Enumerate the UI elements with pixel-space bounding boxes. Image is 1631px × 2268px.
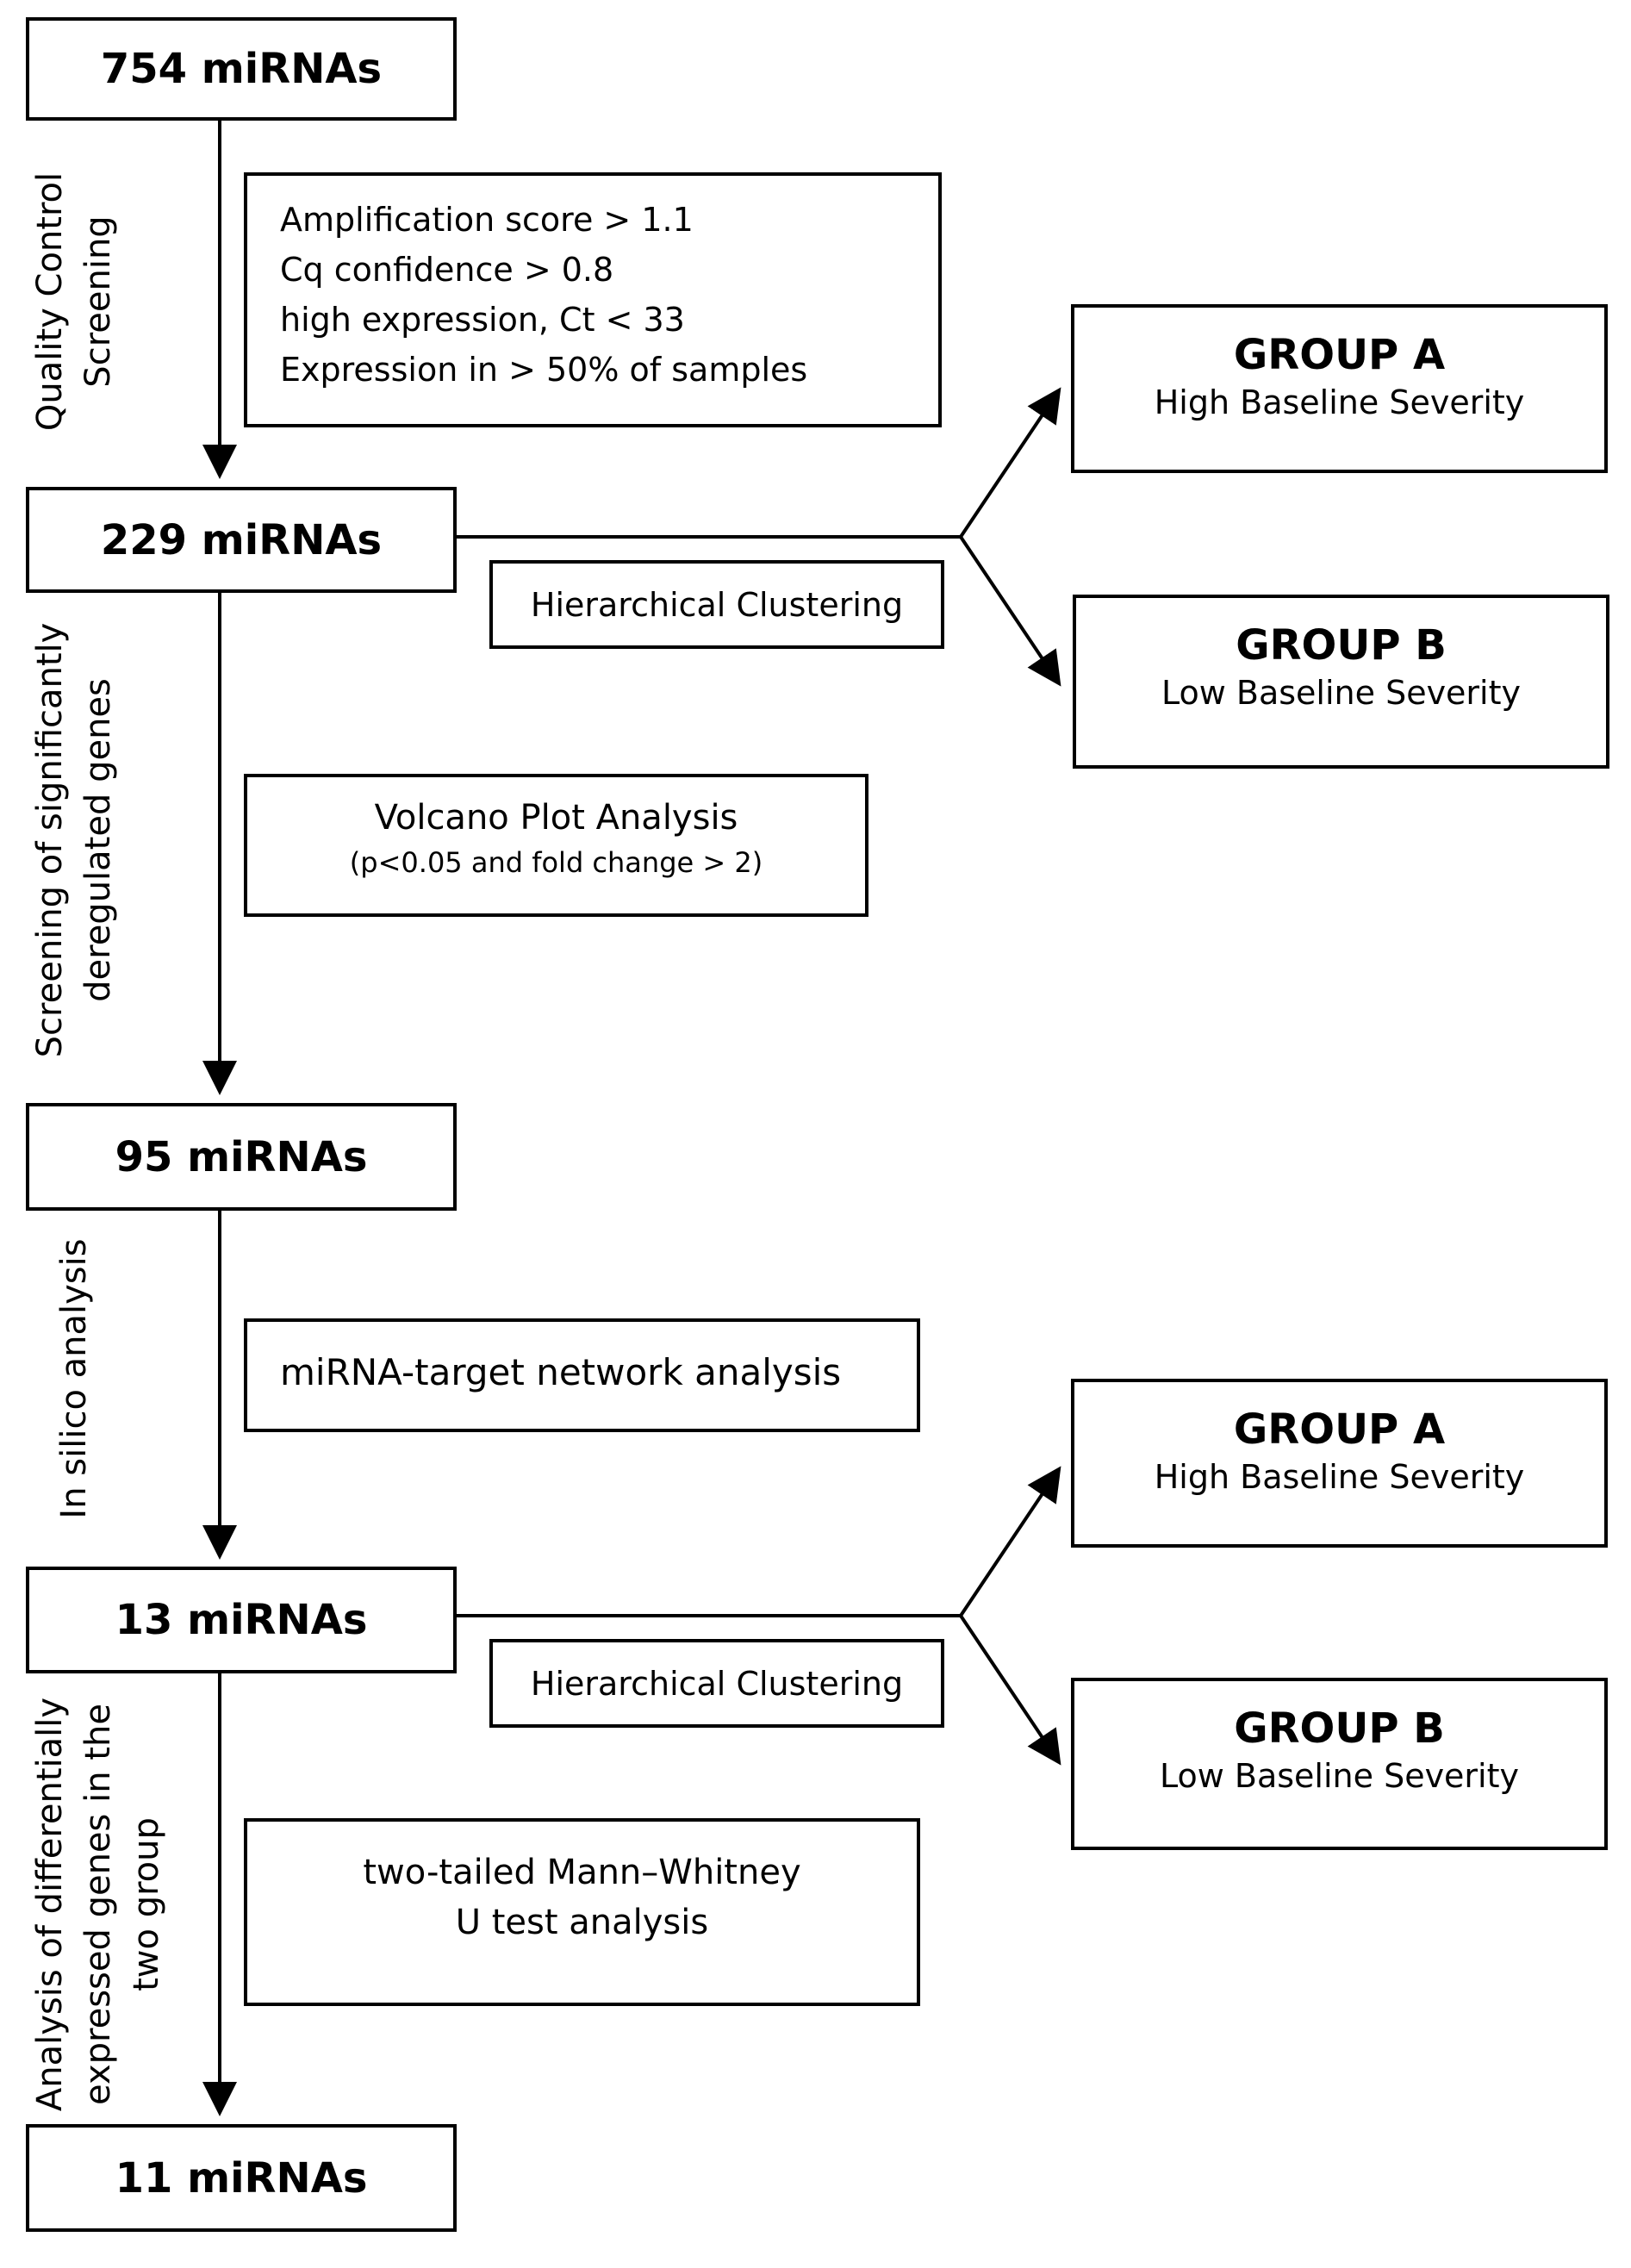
node-11-mirnas: 11 miRNAs: [26, 2124, 457, 2232]
criterion-expression-samples: Expression in > 50% of samples: [280, 351, 808, 389]
mann-whitney-line-1: two-tailed Mann–Whitney: [363, 1853, 801, 1892]
arrow-229-to-group-b: [959, 535, 1061, 687]
group-b-box-1: GROUP B Low Baseline Severity: [1073, 595, 1609, 769]
group-subtitle: Low Baseline Severity: [1159, 1757, 1520, 1795]
node-13-mirnas: 13 miRNAs: [26, 1567, 457, 1673]
volcano-title: Volcano Plot Analysis: [374, 798, 738, 838]
side-label-line: Screening of significantly: [30, 622, 70, 1058]
criterion-high-expression: high expression, Ct < 33: [280, 301, 685, 339]
group-subtitle: Low Baseline Severity: [1161, 674, 1522, 712]
hierarchical-clustering-box-1: Hierarchical Clustering: [489, 560, 944, 649]
qc-criteria-box: Amplification score > 1.1 Cq confidence …: [244, 172, 942, 427]
hierarchical-clustering-box-2: Hierarchical Clustering: [489, 1639, 944, 1728]
side-label-line: Screening: [78, 215, 118, 388]
group-subtitle: High Baseline Severity: [1154, 383, 1525, 421]
group-b-box-2: GROUP B Low Baseline Severity: [1071, 1678, 1608, 1850]
volcano-criteria: (p<0.05 and fold change > 2): [349, 846, 763, 879]
arrow-13-to-group-b: [959, 1614, 1061, 1766]
group-title: GROUP B: [1236, 621, 1447, 670]
side-label-line: Analysis of differentially: [30, 1697, 70, 2112]
node-754-mirnas: 754 miRNAs: [26, 17, 457, 121]
group-title: GROUP A: [1233, 331, 1446, 379]
group-title: GROUP A: [1233, 1405, 1446, 1454]
mann-whitney-line-2: U test analysis: [455, 1903, 709, 1942]
side-label-in-silico: In silico analysis: [26, 1224, 122, 1534]
group-subtitle: High Baseline Severity: [1154, 1458, 1525, 1496]
group-a-box-1: GROUP A High Baseline Severity: [1071, 304, 1608, 473]
side-label-differential-analysis: Analysis of differentially expressed gen…: [26, 1693, 171, 2115]
side-label-line: two group: [127, 1817, 166, 1991]
arrow-229-to-group-a: [959, 387, 1061, 539]
group-a-box-2: GROUP A High Baseline Severity: [1071, 1379, 1608, 1548]
side-label-line: expressed genes in the: [78, 1704, 118, 2105]
node-229-mirnas: 229 miRNAs: [26, 487, 457, 593]
group-title: GROUP B: [1234, 1704, 1445, 1753]
side-label-line: In silico analysis: [54, 1238, 94, 1519]
side-label-line: deregulated genes: [78, 678, 118, 1002]
side-label-line: Quality Control: [30, 171, 70, 432]
arrow-13-to-group-a: [959, 1466, 1061, 1617]
volcano-plot-box: Volcano Plot Analysis (p<0.05 and fold c…: [244, 774, 868, 917]
criterion-cq-confidence: Cq confidence > 0.8: [280, 251, 614, 289]
criterion-amplification: Amplification score > 1.1: [280, 201, 694, 239]
mann-whitney-box: two-tailed Mann–Whitney U test analysis: [244, 1818, 920, 2006]
side-label-screening: Screening of significantly deregulated g…: [26, 599, 122, 1081]
side-label-quality-control: Quality Control Screening: [26, 155, 122, 448]
network-analysis-box: miRNA-target network analysis: [244, 1318, 920, 1432]
node-95-mirnas: 95 miRNAs: [26, 1103, 457, 1211]
